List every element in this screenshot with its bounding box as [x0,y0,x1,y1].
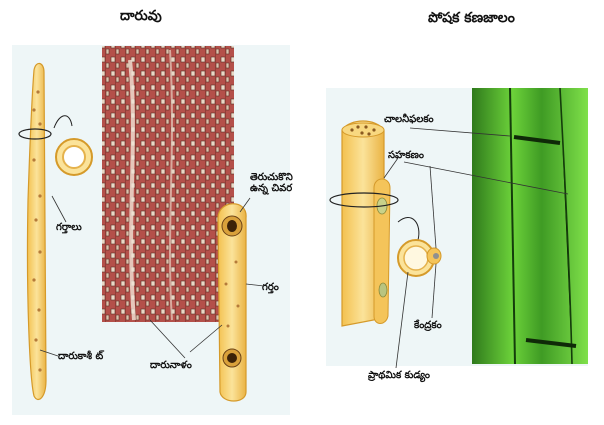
label-pit: గర్తం [262,282,279,293]
label-pits: గర్తాలు [56,222,82,233]
label-primary-wall: ప్రాథమిక కుడ్యం [368,370,430,381]
label-sieve-plate: చాలనీఫలకం [384,114,434,125]
label-tracheid: దారుకాశీ ట్ [58,351,103,362]
xylem-micrograph [102,46,234,322]
label-nucleus: కేంద్రకం [414,320,442,331]
label-vessel: దారునాళం [150,360,192,371]
label-open-end: తెరుచుకొని ఉన్న చివర [250,172,312,194]
label-companion-cell: సహకణం [388,150,424,161]
